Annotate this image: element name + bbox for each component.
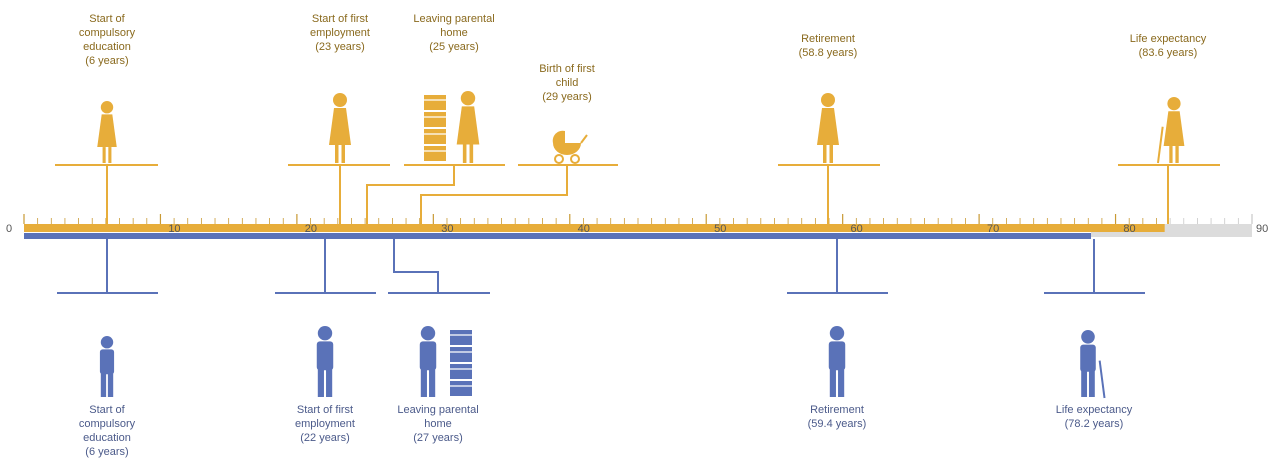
woman-icon xyxy=(817,93,839,163)
elderly-man-with-cane-icon xyxy=(1080,330,1106,399)
girl-child-icon xyxy=(97,101,117,163)
female-event-label: Start of compulsory education (6 years) xyxy=(78,13,136,67)
axis-tick-label: 10 xyxy=(168,223,181,235)
woman-icon xyxy=(329,93,351,163)
female-event-label: Start of first employment (23 years) xyxy=(310,13,370,53)
axis-tick-label: 0 xyxy=(6,223,13,235)
female-event-label: Leaving parental home (25 years) xyxy=(413,13,495,53)
female-lifespan-bar xyxy=(24,224,1165,232)
male-event-label: Leaving parental home (27 years) xyxy=(397,404,479,444)
axis-tick-label: 20 xyxy=(304,223,317,235)
male-event-label: Start of compulsory education (6 years) xyxy=(78,404,136,458)
male-event-connector xyxy=(393,239,439,293)
man-icon xyxy=(828,326,846,397)
axis-tick-label: 90 xyxy=(1256,223,1268,235)
axis-tick-label: 80 xyxy=(1123,223,1136,235)
female-event-connector xyxy=(366,165,455,224)
female-event-connector xyxy=(420,165,568,224)
male-event-label: Life expectancy (78.2 years) xyxy=(1055,404,1133,430)
female-event-label: Retirement (58.8 years) xyxy=(798,33,858,59)
elderly-woman-with-cane-icon xyxy=(1156,97,1185,164)
woman-with-boxes-icon xyxy=(424,91,480,163)
male-event-label: Start of first employment (22 years) xyxy=(295,404,355,444)
axis-tick-label: 60 xyxy=(850,223,863,235)
male-event-label: Retirement (59.4 years) xyxy=(807,404,867,430)
axis-tick-label: 70 xyxy=(986,223,1000,235)
axis-tick-label: 30 xyxy=(441,223,454,235)
axis-tick-label: 40 xyxy=(577,223,590,235)
man-with-boxes-icon xyxy=(419,326,472,397)
female-event-label: Life expectancy (83.6 years) xyxy=(1129,33,1207,59)
female-event-label: Birth of first child (29 years) xyxy=(539,63,595,103)
boy-child-icon xyxy=(99,336,115,397)
axis-tick-label: 50 xyxy=(714,223,727,235)
man-icon xyxy=(316,326,334,397)
male-lifespan-bar xyxy=(24,233,1091,239)
baby-carriage-icon xyxy=(552,130,588,164)
